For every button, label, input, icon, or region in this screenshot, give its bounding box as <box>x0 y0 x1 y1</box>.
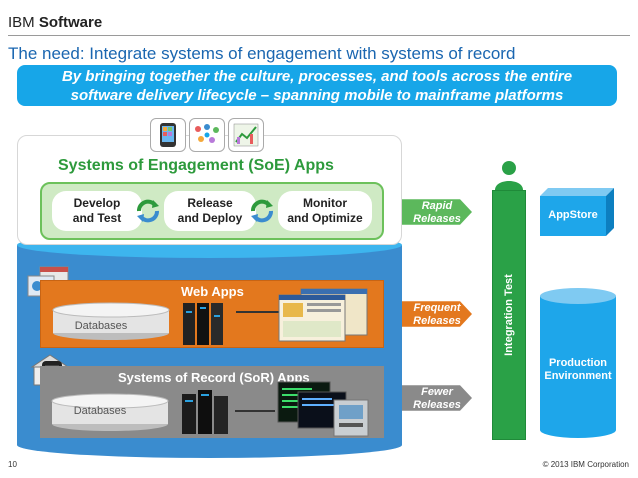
production-label: Production Environment <box>540 357 616 383</box>
step-label: Release <box>187 196 233 210</box>
user-icon <box>495 161 523 190</box>
brand-light: IBM <box>8 14 39 31</box>
page-number: 10 <box>8 460 17 469</box>
release-label: Releases <box>413 315 461 327</box>
integration-test-label: Integration Test <box>503 274 515 356</box>
web-apps-band: Web Apps Databases <box>40 280 384 348</box>
cycle-arrows-icon <box>137 199 159 223</box>
banner: By bringing together the culture, proces… <box>17 65 617 106</box>
step-label: Monitor <box>303 196 347 210</box>
release-label: Frequent <box>413 302 461 314</box>
systems-of-record-band: Systems of Record (SoR) Apps Databases <box>40 366 384 438</box>
database-icon <box>52 302 170 340</box>
copyright: © 2013 IBM Corporation <box>542 460 629 469</box>
integration-test-bar: Integration Test <box>492 190 526 440</box>
banner-line-1: By bringing together the culture, proces… <box>61 68 573 85</box>
banner-line-2: software delivery lifecycle – spanning m… <box>70 87 564 104</box>
web-app-screenshots-icon <box>278 288 368 342</box>
header-divider <box>8 35 630 36</box>
slide-title: The need: Integrate systems of engagemen… <box>8 44 516 63</box>
server-rack-icon <box>183 303 223 345</box>
web-apps-title: Web Apps <box>181 284 244 299</box>
analytics-icon <box>228 118 264 152</box>
production-line-2: Environment <box>544 370 612 382</box>
release-label: Releases <box>413 399 461 411</box>
soe-title: Systems of Engagement (SoE) Apps <box>58 157 334 174</box>
brand-bold: Software <box>38 14 103 31</box>
social-network-icon <box>189 118 225 152</box>
step-label: and Optimize <box>287 211 363 225</box>
appstore-box: AppStore <box>540 188 614 236</box>
release-label: Rapid <box>421 200 453 212</box>
cycle-arrows-icon <box>251 199 273 223</box>
ibm-software-logo: IBM Software <box>8 14 102 31</box>
mainframe-server-icon <box>182 390 228 434</box>
step-label: and Deploy <box>177 211 243 225</box>
sor-title: Systems of Record (SoR) Apps <box>118 370 310 385</box>
terminal-atm-icon <box>277 381 369 437</box>
step-label: Develop <box>73 196 121 210</box>
connector-line <box>236 311 280 313</box>
release-label: Fewer <box>421 386 453 398</box>
web-databases-label: Databases <box>74 320 128 332</box>
database-icon <box>51 393 169 431</box>
sor-databases-label: Databases <box>73 405 127 417</box>
release-label: Releases <box>413 213 461 225</box>
mobile-phone-icon <box>150 118 186 152</box>
soe-icon-group <box>150 118 270 152</box>
connector-line <box>235 410 275 412</box>
step-label: and Test <box>72 211 122 225</box>
production-environment-cylinder: Production Environment <box>540 288 616 438</box>
appstore-label: AppStore <box>548 209 598 221</box>
production-line-1: Production <box>548 357 608 369</box>
